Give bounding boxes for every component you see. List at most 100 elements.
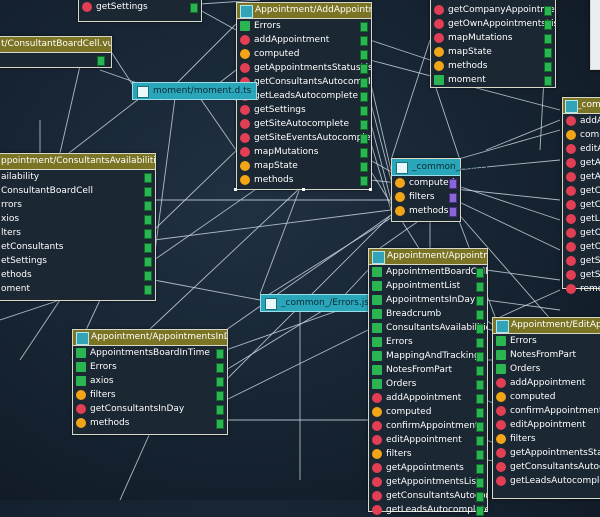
node-member[interactable]: computed	[237, 47, 371, 61]
port-icon[interactable]	[476, 324, 484, 334]
node-member[interactable]: etSettings	[0, 254, 155, 268]
node-member[interactable]: getSite	[563, 254, 600, 268]
node-member[interactable]: methods	[392, 204, 460, 218]
port-icon[interactable]	[360, 92, 368, 102]
component-node-appointment[interactable]: Appointment/Appointment.vue AppointmentB…	[368, 248, 488, 516]
node-member[interactable]: oment	[0, 282, 155, 296]
node-member[interactable]: computed	[392, 176, 460, 190]
node-member[interactable]: addAppointment	[369, 391, 487, 405]
node-member[interactable]: Orders	[493, 362, 600, 376]
node-header[interactable]: t/ConsultantBoardCell.vue	[0, 37, 111, 53]
port-icon[interactable]	[360, 134, 368, 144]
port-icon[interactable]	[216, 363, 224, 373]
node-header[interactable]: Appointment/Appointment.vue	[369, 249, 487, 265]
port-icon[interactable]	[360, 148, 368, 158]
node-member[interactable]: Breadcrumb	[369, 307, 487, 321]
port-icon[interactable]	[449, 193, 457, 203]
node-member[interactable]: ethods	[0, 268, 155, 282]
node-member[interactable]: getConsultantsInDay	[73, 402, 227, 416]
component-node-top-left[interactable]: getSettings	[78, 0, 202, 22]
node-member[interactable]: AppointmentsInDay	[369, 293, 487, 307]
port-icon[interactable]	[476, 394, 484, 404]
component-node-consultants-availabilities[interactable]: ppointment/ConsultantsAvailabilities.vue…	[0, 153, 156, 301]
port-icon[interactable]	[449, 179, 457, 189]
node-member[interactable]: mapState	[237, 159, 371, 173]
node-member[interactable]: filters	[493, 432, 600, 446]
port-icon[interactable]	[544, 34, 552, 44]
component-node-consultant-board-cell[interactable]: t/ConsultantBoardCell.vue	[0, 36, 112, 68]
node-member[interactable]: getOrde	[563, 226, 600, 240]
port-icon[interactable]	[544, 62, 552, 72]
node-member[interactable]: getAppo	[563, 156, 600, 170]
node-member[interactable]: confirmAppointment	[369, 419, 487, 433]
node-member[interactable]: addAppointment	[493, 376, 600, 390]
port-icon[interactable]	[360, 36, 368, 46]
node-member[interactable]: getAppointmentsList	[369, 475, 487, 489]
node-member[interactable]: getSettings	[237, 103, 371, 117]
node-member[interactable]: Errors	[493, 334, 600, 348]
port-icon[interactable]	[544, 76, 552, 86]
port-icon[interactable]	[476, 338, 484, 348]
node-header[interactable]: Appointment/EditAppointment.vue	[493, 318, 600, 334]
port-icon[interactable]	[476, 310, 484, 320]
node-member[interactable]: filters	[73, 388, 227, 402]
node-member[interactable]: ConsultantBoardCell	[0, 184, 155, 198]
node-member[interactable]: methods	[237, 173, 371, 187]
port-icon[interactable]	[476, 450, 484, 460]
node-member[interactable]: getCons	[563, 198, 600, 212]
selection-handle[interactable]	[234, 188, 237, 191]
node-member[interactable]: rrors	[0, 198, 155, 212]
port-icon[interactable]	[476, 464, 484, 474]
node-member[interactable]: etConsultants	[0, 240, 155, 254]
node-member[interactable]: ailability	[0, 170, 155, 184]
port-icon[interactable]	[449, 207, 457, 217]
node-member[interactable]: getSiteAutocomplete	[237, 117, 371, 131]
port-icon[interactable]	[476, 478, 484, 488]
node-member[interactable]: computed	[493, 390, 600, 404]
node-member[interactable]: confirmAppointment	[493, 404, 600, 418]
node-member[interactable]: getSettings	[79, 0, 201, 14]
port-icon[interactable]	[144, 229, 152, 239]
node-member[interactable]: getAppointments	[369, 461, 487, 475]
port-icon[interactable]	[476, 422, 484, 432]
port-icon[interactable]	[216, 419, 224, 429]
node-member[interactable]: mapMutations	[431, 31, 555, 45]
node-member[interactable]: methods	[73, 416, 227, 430]
port-icon[interactable]	[144, 285, 152, 295]
port-icon[interactable]	[476, 366, 484, 376]
node-header[interactable]: _commo	[563, 98, 600, 114]
node-member[interactable]: getAppointmentsStatusList	[493, 446, 600, 460]
node-member[interactable]: getConsultantsAutocomplete	[493, 460, 600, 474]
node-member[interactable]: AppointmentsBoardInTime	[73, 346, 227, 360]
port-icon[interactable]	[216, 377, 224, 387]
port-icon[interactable]	[360, 106, 368, 116]
node-member[interactable]: methods	[431, 59, 555, 73]
node-member[interactable]: getLeadsAutocomplete	[369, 503, 487, 517]
selection-handle[interactable]	[302, 188, 305, 191]
port-icon[interactable]	[476, 436, 484, 446]
node-member[interactable]: filters	[392, 190, 460, 204]
node-member[interactable]: getLeads	[563, 212, 600, 226]
node-header[interactable]: ppointment/ConsultantsAvailabilities.vue	[0, 154, 155, 170]
node-member[interactable]: getCompanyAppointmentsList	[431, 3, 555, 17]
port-icon[interactable]	[476, 268, 484, 278]
node-member[interactable]: editAppointment	[493, 418, 600, 432]
port-icon[interactable]	[544, 6, 552, 16]
port-icon[interactable]	[360, 50, 368, 60]
port-icon[interactable]	[216, 405, 224, 415]
node-member[interactable]: addAppo	[563, 114, 600, 128]
port-icon[interactable]	[144, 243, 152, 253]
port-icon[interactable]	[476, 380, 484, 390]
port-icon[interactable]	[190, 3, 198, 13]
port-icon[interactable]	[544, 48, 552, 58]
node-member[interactable]: NotesFromPart	[493, 348, 600, 362]
node-header[interactable]: Appointment/AppointmentsInDay.vue	[73, 330, 227, 346]
node-member[interactable]: computed	[369, 405, 487, 419]
node-member[interactable]: AppointmentList	[369, 279, 487, 293]
port-icon[interactable]	[360, 22, 368, 32]
port-icon[interactable]	[360, 64, 368, 74]
port-icon[interactable]	[216, 391, 224, 401]
node-member[interactable]: getAppo	[563, 170, 600, 184]
